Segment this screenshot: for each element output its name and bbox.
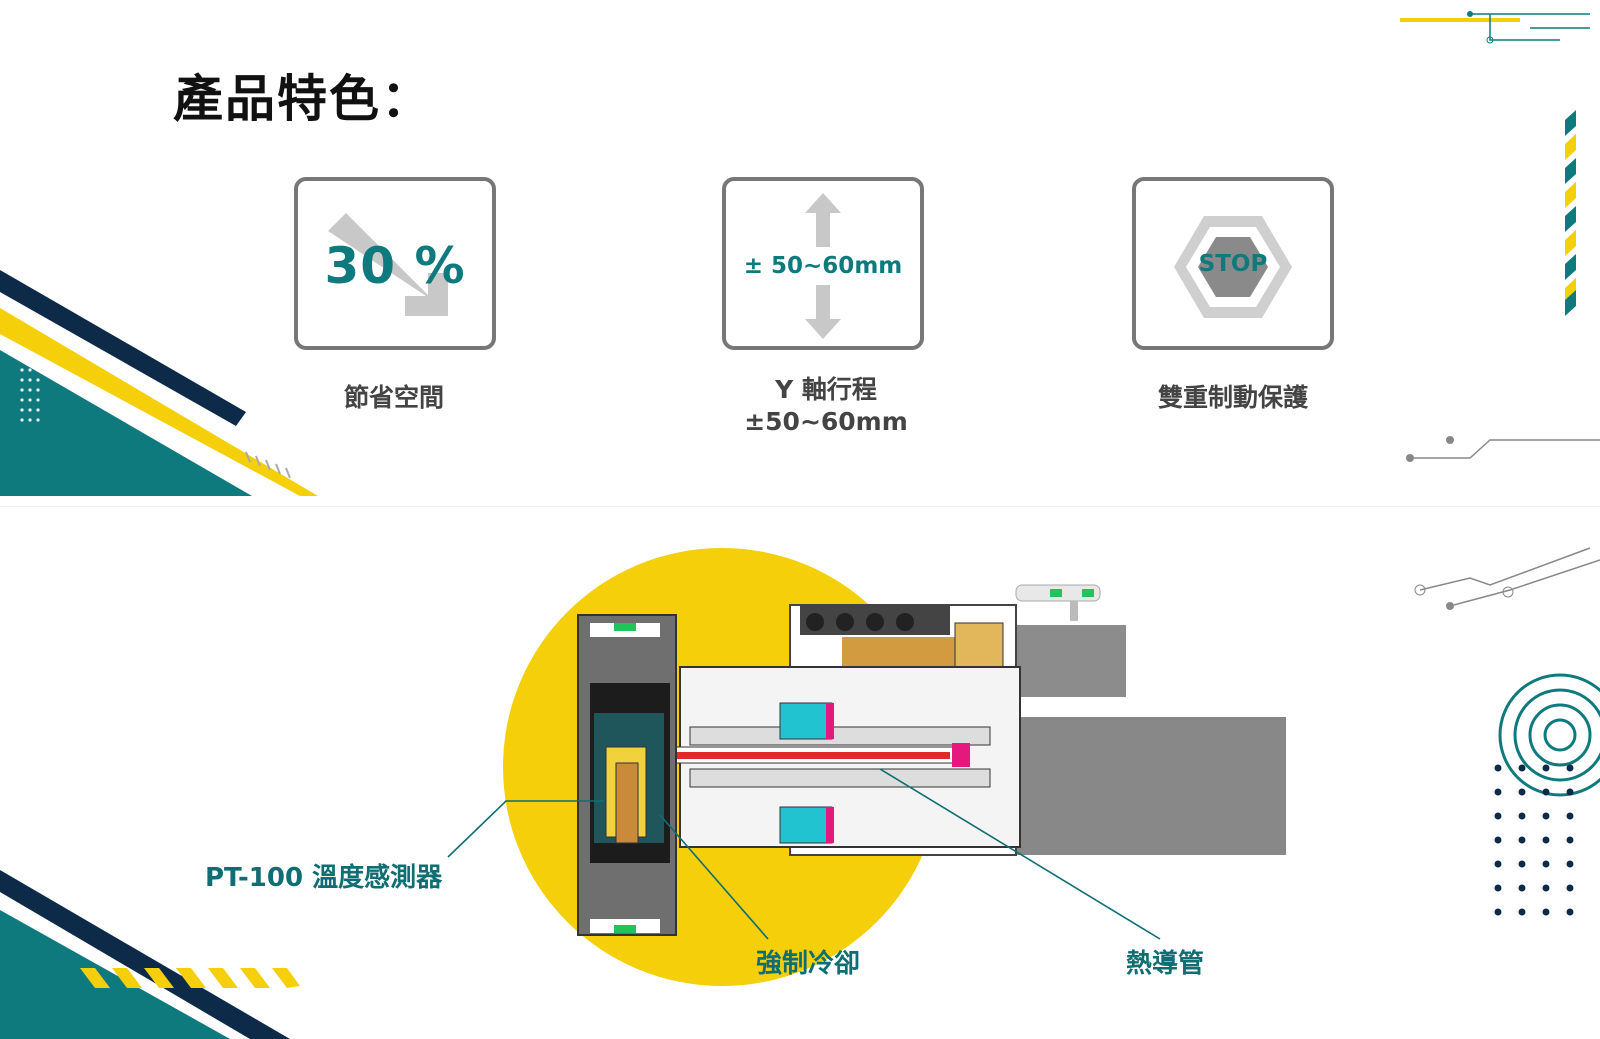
feature-card-y-travel: ± 50~60mm [722,177,924,350]
bottom-left-stripes-decoration [0,870,300,1039]
main-motor-block [1010,717,1286,855]
cyan-bearing-bottom [779,806,833,844]
callout-leader-lines [447,768,1161,940]
upper-brass-shaft [842,637,968,669]
feature-label-y-travel-line2: ±50~60mm [744,407,908,436]
page-title: 產品特色： [173,70,433,128]
feature-card-dual-brake: STOP [1132,177,1334,350]
callout-heat-pipe: 熱導管 [1126,949,1205,979]
cyan-bearing-top [779,702,833,740]
callout-forced-cooling: 強制冷卻 [756,949,861,979]
section-divider [0,506,1600,507]
top-left-stripes-decoration [0,270,318,496]
stop-sign-icon [1174,216,1292,318]
space-saving-down-arrow-icon [328,213,448,316]
stop-sign-text: STOP [1198,251,1268,277]
feature-label-dual-brake: 雙重制動保護 [1157,383,1308,412]
brass-core [615,762,639,844]
upper-motor-block [1006,625,1126,697]
feature-icon-text-travel: ± 50~60mm [743,253,903,279]
callout-pt100-sensor: PT-100 溫度感測器 [205,863,443,893]
heat-pipe-end-cap [952,743,970,767]
spindle-cross-section-diagram [447,548,1286,986]
feature-card-space-saving: 30 % [294,177,496,350]
heat-pipe [650,752,950,759]
center-bore-top [689,726,991,746]
right-circuit-decoration [1400,11,1600,916]
center-bore-bottom [689,768,991,788]
feature-label-space-saving: 節省空間 [343,383,444,412]
connector-fitting [1015,584,1101,621]
vertical-travel-arrow-icon [805,193,841,339]
feature-icon-text-30-percent: 30 % [324,237,466,295]
feature-label-y-travel: Y 軸行程 ±50~60mm [666,374,986,438]
feature-label-y-travel-line1: Y 軸行程 [775,375,877,404]
